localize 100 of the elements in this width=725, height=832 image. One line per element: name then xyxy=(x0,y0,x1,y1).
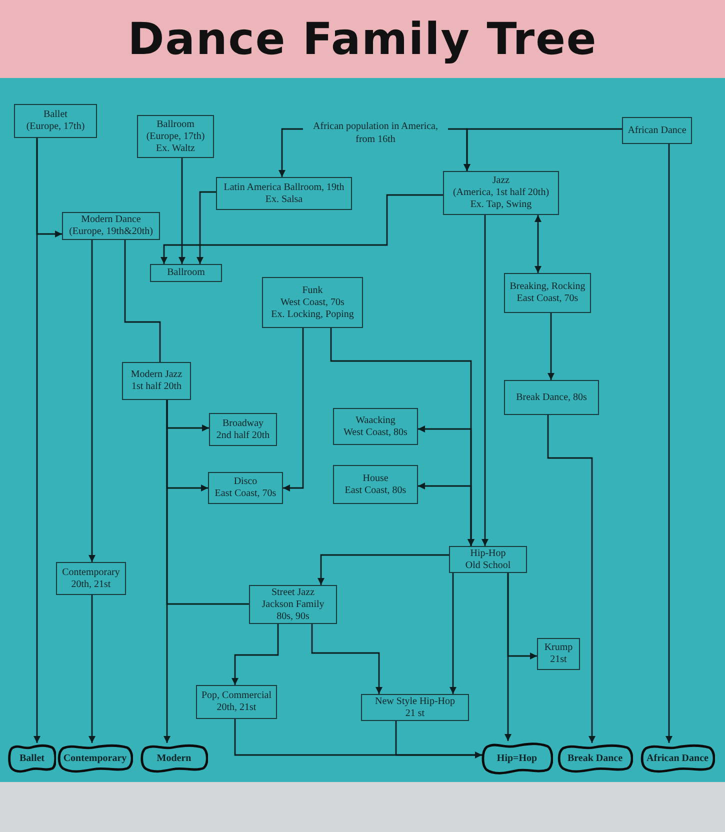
arrow xyxy=(88,240,96,562)
wavy-label-badge xyxy=(481,741,553,775)
box-text: Ballroom xyxy=(156,118,194,130)
box-text: (Europe, 17th) xyxy=(26,121,85,133)
end-style-label: Break Dance xyxy=(567,752,623,764)
dance-style-box xyxy=(208,472,283,504)
box-text: 21 st xyxy=(405,708,425,720)
dance-style-box xyxy=(537,638,580,670)
box-text: Modern Jazz xyxy=(130,369,182,381)
wavy-label-badge xyxy=(557,743,633,773)
box-text: Contemporary xyxy=(62,566,120,578)
arrow xyxy=(547,415,596,743)
dance-style-box xyxy=(150,264,222,282)
wavy-label-badge xyxy=(57,743,133,773)
dance-style-box xyxy=(504,380,599,415)
end-style-label: Modern xyxy=(156,752,192,764)
box-text: Ex. Waltz xyxy=(156,142,195,154)
box-text: Krump xyxy=(544,642,573,654)
box-text: Break Dance, 80s xyxy=(516,392,587,404)
dance-style-box xyxy=(62,212,160,240)
box-text: New Style Hip-Hop xyxy=(375,696,455,708)
arrow xyxy=(482,215,488,546)
arrow xyxy=(36,138,62,238)
box-text: Pop, Commercial xyxy=(202,690,272,702)
dance-style-box xyxy=(262,277,363,328)
dance-style-box xyxy=(196,685,277,719)
box-text: 20th, 21st xyxy=(216,702,256,714)
box-text: Disco xyxy=(234,476,258,488)
box-text: 1st half 20th xyxy=(132,381,182,393)
box-text: West Coast, 70s xyxy=(280,296,344,308)
dance-style-box xyxy=(443,171,559,215)
box-text: (Europe, 19th&20th) xyxy=(69,226,153,238)
dance-style-box xyxy=(14,104,97,138)
dance-style-box xyxy=(449,546,527,573)
dance-style-box xyxy=(333,465,418,504)
box-text: Street Jazz xyxy=(271,586,315,598)
box-text: Waacking xyxy=(356,414,396,426)
dance-style-box xyxy=(622,117,692,144)
connector-line xyxy=(124,240,161,362)
dance-style-box xyxy=(216,177,352,210)
box-text: East Coast, 70s xyxy=(214,488,276,500)
dance-style-box xyxy=(209,413,277,446)
arrow xyxy=(418,482,474,546)
box-text: East Coast, 80s xyxy=(344,484,406,496)
arrow xyxy=(548,313,554,380)
box-text: East Coast, 70s xyxy=(516,293,578,305)
box-text: House xyxy=(362,472,388,484)
box-text: 20th, 21st xyxy=(71,578,111,590)
dance-style-box xyxy=(56,562,126,595)
arrow xyxy=(464,128,622,171)
arrow xyxy=(318,554,449,585)
title: Dance Family Tree xyxy=(128,14,598,64)
box-text: West Coast, 80s xyxy=(344,426,408,438)
arrow xyxy=(311,624,382,694)
dance-style-box xyxy=(137,115,214,158)
arrow xyxy=(88,595,96,743)
box-text: Jazz xyxy=(492,175,510,187)
arrow xyxy=(196,191,216,264)
box-text: 2nd half 20th xyxy=(216,430,270,442)
wavy-label-badge xyxy=(140,743,208,773)
wavy-label-badge xyxy=(8,743,56,773)
arrow xyxy=(232,624,279,685)
dance-style-box xyxy=(122,362,191,400)
box-text: 80s, 90s xyxy=(276,610,310,622)
box-text: Ballroom xyxy=(167,267,205,279)
box-text: African Dance xyxy=(628,124,686,136)
wavy-label-badge xyxy=(640,743,715,773)
box-text: Old School xyxy=(465,560,511,572)
connector-line xyxy=(166,400,249,605)
note-text: African population in America, from 16th xyxy=(303,120,448,150)
arrow xyxy=(178,158,186,264)
box-text: Jackson Family xyxy=(262,598,324,610)
box-text: Breaking, Rocking xyxy=(510,281,586,293)
box-text: 21st xyxy=(550,654,567,666)
arrow xyxy=(666,144,672,743)
dance-style-box xyxy=(361,694,469,721)
end-style-label: Hip=Hop xyxy=(496,752,538,764)
dance-style-box xyxy=(333,408,418,445)
box-text: Funk xyxy=(302,284,323,296)
end-style-label: Ballet xyxy=(20,752,44,764)
arrow xyxy=(160,194,443,264)
arrow xyxy=(534,215,542,273)
box-text: Ex. Salsa xyxy=(265,194,303,206)
box-text: Hip-Hop xyxy=(470,548,506,560)
box-text: (Europe, 17th) xyxy=(146,130,205,142)
box-text: Latin America Ballroom, 19th xyxy=(224,182,344,194)
box-text: Ex. Locking, Poping xyxy=(271,308,354,320)
arrow xyxy=(278,128,303,177)
arrow xyxy=(395,721,482,758)
box-text: Ballet xyxy=(44,109,68,121)
arrow xyxy=(450,573,456,694)
box-text: (America, 1st half 20th) xyxy=(452,187,550,199)
box-text: Ex. Tap, Swing xyxy=(470,199,532,211)
dance-style-box xyxy=(249,585,337,624)
box-text: Modern Dance xyxy=(81,214,141,226)
end-style-label: Contemporary xyxy=(63,752,127,764)
box-text: Broadway xyxy=(222,418,264,430)
dance-style-box xyxy=(504,273,591,313)
end-style-label: African Dance xyxy=(646,752,708,764)
arrow xyxy=(507,573,537,660)
